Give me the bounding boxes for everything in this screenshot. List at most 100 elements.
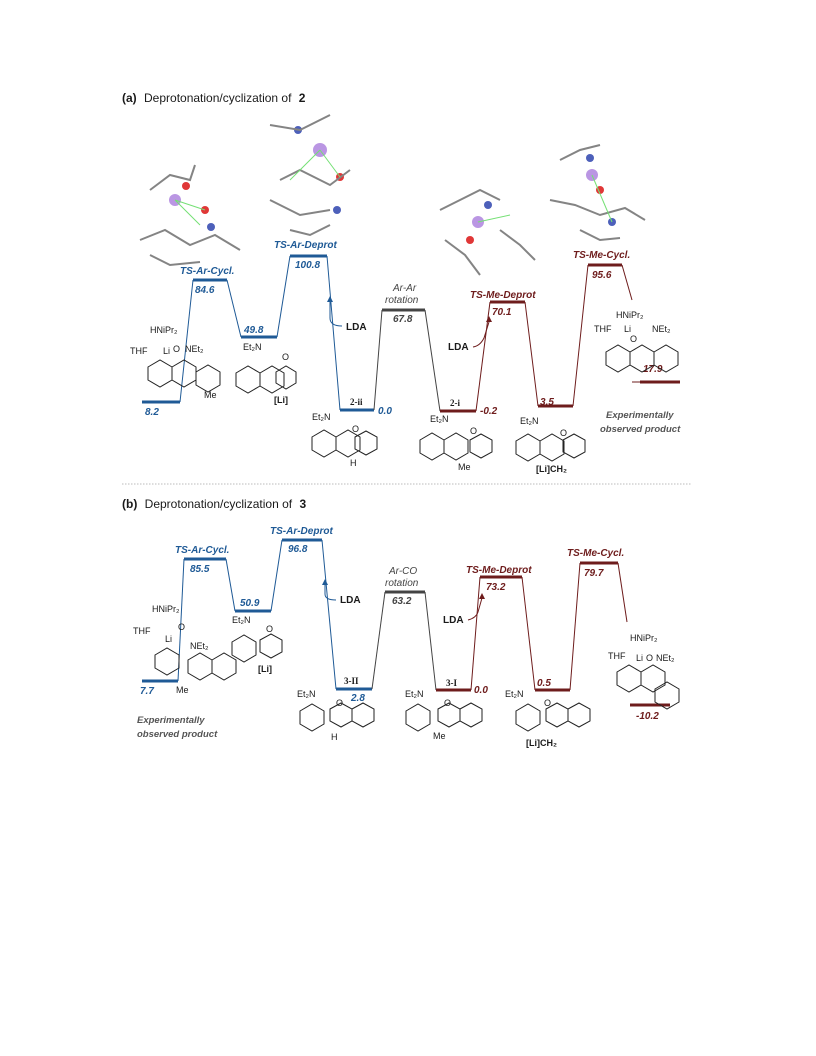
value-b-end: -10.2 xyxy=(636,711,659,722)
label-b-ts-me-cycl: TS-Me-Cycl. xyxy=(567,548,624,559)
panel-b-letter: (b) xyxy=(122,497,137,511)
value-a-int-me: 3.5 xyxy=(540,397,554,408)
label-b-3i: 3-I xyxy=(446,678,457,688)
lda-arrow-b2 xyxy=(467,597,483,621)
lda-label-b1: LDA xyxy=(340,595,361,606)
label-b-rot-1: Ar-CO xyxy=(388,566,417,577)
value-b-ts-ar-cycl: 85.5 xyxy=(190,564,210,575)
structure-a-end: HNiPr₂ THF Li O NEt₂ xyxy=(594,310,679,373)
chem-a-2ii-et2n: Et₂N xyxy=(312,412,331,422)
chem-a-start-net2: NEt₂ xyxy=(185,344,204,354)
note-a-line2: observed product xyxy=(600,424,681,435)
chem-b-end-net2: NEt₂ xyxy=(656,653,675,663)
chem-a-end-hn: HNiPr₂ xyxy=(616,310,644,320)
chem-b-end-hn: HNiPr₂ xyxy=(630,633,658,643)
note-b-line1: Experimentally xyxy=(137,715,205,726)
label-b-ts-me-deprot: TS-Me-Deprot xyxy=(466,565,532,576)
value-a-ts-ar-deprot: 100.8 xyxy=(295,260,320,271)
chem-a-intme-lich2: [Li]CH₂ xyxy=(536,464,567,474)
molecule-render-ts-me-cycl xyxy=(549,144,646,242)
label-b-3ii: 3-II xyxy=(344,676,359,686)
chem-b-intme-et2n: Et₂N xyxy=(505,689,524,699)
chem-a-end-o: O xyxy=(630,334,637,344)
chem-b-start-net2: NEt₂ xyxy=(190,641,209,651)
molecule-render-ts-me-deprot xyxy=(439,188,536,276)
chem-a-start-thf: THF xyxy=(130,346,148,356)
lda-label-a1: LDA xyxy=(346,322,367,333)
chem-b-intme-lich2: [Li]CH₂ xyxy=(526,738,557,748)
panel-b: (b) Deprotonation/cyclization of 3 xyxy=(122,497,680,748)
chem-b-start-me: Me xyxy=(176,685,189,695)
chem-b-3i-o: O xyxy=(444,698,451,708)
value-a-end: 17.9 xyxy=(643,364,663,375)
chem-a-end-li: Li xyxy=(624,324,631,334)
panel-a-heading: (a) Deprotonation/cyclization of 2 xyxy=(122,91,306,105)
chem-a-start-o: O xyxy=(173,344,180,354)
chem-a-2i-o: O xyxy=(470,426,477,436)
panel-a-compound-number: 2 xyxy=(299,91,306,105)
panel-b-title: Deprotonation/cyclization of xyxy=(145,497,293,511)
label-a-rot-1: Ar-Ar xyxy=(392,283,417,294)
chem-b-3ii-h: H xyxy=(331,732,338,742)
chem-a-start-me: Me xyxy=(204,390,217,400)
chem-b-intme-o: O xyxy=(544,698,551,708)
value-b-ts-me-cycl: 79.7 xyxy=(584,568,604,579)
structure-a-2ii: Et₂N O H xyxy=(311,412,378,468)
panel-a-title: Deprotonation/cyclization of xyxy=(144,91,292,105)
structure-b-end: HNiPr₂ THF Li O NEt₂ xyxy=(608,633,680,710)
value-a-start: 8.2 xyxy=(145,407,159,418)
molecule-render-ts-ar-deprot xyxy=(269,114,351,237)
note-b-line2: observed product xyxy=(137,729,218,740)
chem-a-start-hn: HNiPr₂ xyxy=(150,325,178,335)
panel-b-compound-number: 3 xyxy=(299,497,306,511)
chem-b-3ii-et2n: Et₂N xyxy=(297,689,316,699)
structure-a-2i: Et₂N O Me xyxy=(419,414,493,472)
chem-a-2ii-o: O xyxy=(352,424,359,434)
chem-a-2i-me: Me xyxy=(458,462,471,472)
chem-b-start-o: O xyxy=(178,622,185,632)
value-a-ts-me-deprot: 70.1 xyxy=(492,307,512,318)
label-b-ts-ar-cycl: TS-Ar-Cycl. xyxy=(175,545,229,556)
value-b-rot: 63.2 xyxy=(392,596,412,607)
value-a-ts-ar-cycl: 84.6 xyxy=(195,285,215,296)
chem-b-int1-li: [Li] xyxy=(258,664,272,674)
chem-a-intme-et2n: Et₂N xyxy=(520,416,539,426)
label-b-ts-ar-deprot: TS-Ar-Deprot xyxy=(270,526,333,537)
energy-profile-b xyxy=(142,538,670,707)
chem-a-start-li: Li xyxy=(163,346,170,356)
chem-b-end-thf: THF xyxy=(608,651,626,661)
chem-a-intme-o: O xyxy=(560,428,567,438)
lda-label-b2: LDA xyxy=(443,615,464,626)
label-a-rot-2: rotation xyxy=(385,295,419,306)
structure-b-3i: Et₂N O Me xyxy=(405,689,483,741)
chem-b-3i-me: Me xyxy=(433,731,446,741)
chem-a-int1-o: O xyxy=(282,352,289,362)
value-b-int1: 50.9 xyxy=(240,598,260,609)
chem-b-end-li: Li xyxy=(636,653,643,663)
chem-b-3ii-o: O xyxy=(336,698,343,708)
lda-label-a2: LDA xyxy=(448,342,469,353)
panel-a: (a) Deprotonation/cyclization of 2 xyxy=(122,91,681,474)
value-b-start: 7.7 xyxy=(140,686,154,697)
lda-arrow-b1 xyxy=(324,583,337,601)
value-b-3i: 0.0 xyxy=(474,685,488,696)
structure-b-int-me: Et₂N O [Li]CH₂ xyxy=(505,689,591,748)
value-a-2ii: 0.0 xyxy=(378,406,392,417)
chem-a-2ii-h: H xyxy=(350,458,357,468)
label-a-ts-ar-deprot: TS-Ar-Deprot xyxy=(274,240,337,251)
chem-a-int1-li: [Li] xyxy=(274,395,288,405)
chem-b-int1-et2n: Et₂N xyxy=(232,615,251,625)
chem-a-int1-et2n: Et₂N xyxy=(243,342,262,352)
value-a-rot: 67.8 xyxy=(393,314,413,325)
structure-b-start: HNiPr₂ THF Li O NEt₂ Me xyxy=(133,604,237,695)
panel-a-letter: (a) xyxy=(122,91,137,105)
chem-b-int1-o: O xyxy=(266,624,273,634)
label-b-rot-2: rotation xyxy=(385,578,419,589)
label-a-ts-ar-cycl: TS-Ar-Cycl. xyxy=(180,266,234,277)
value-a-2i: -0.2 xyxy=(480,406,498,417)
label-a-ts-me-deprot: TS-Me-Deprot xyxy=(470,290,536,301)
structure-a-start: HNiPr₂ THF Li O NEt₂ Me xyxy=(130,325,221,400)
lda-arrow-a1 xyxy=(329,300,343,327)
label-a-2ii: 2-ii xyxy=(350,397,363,407)
